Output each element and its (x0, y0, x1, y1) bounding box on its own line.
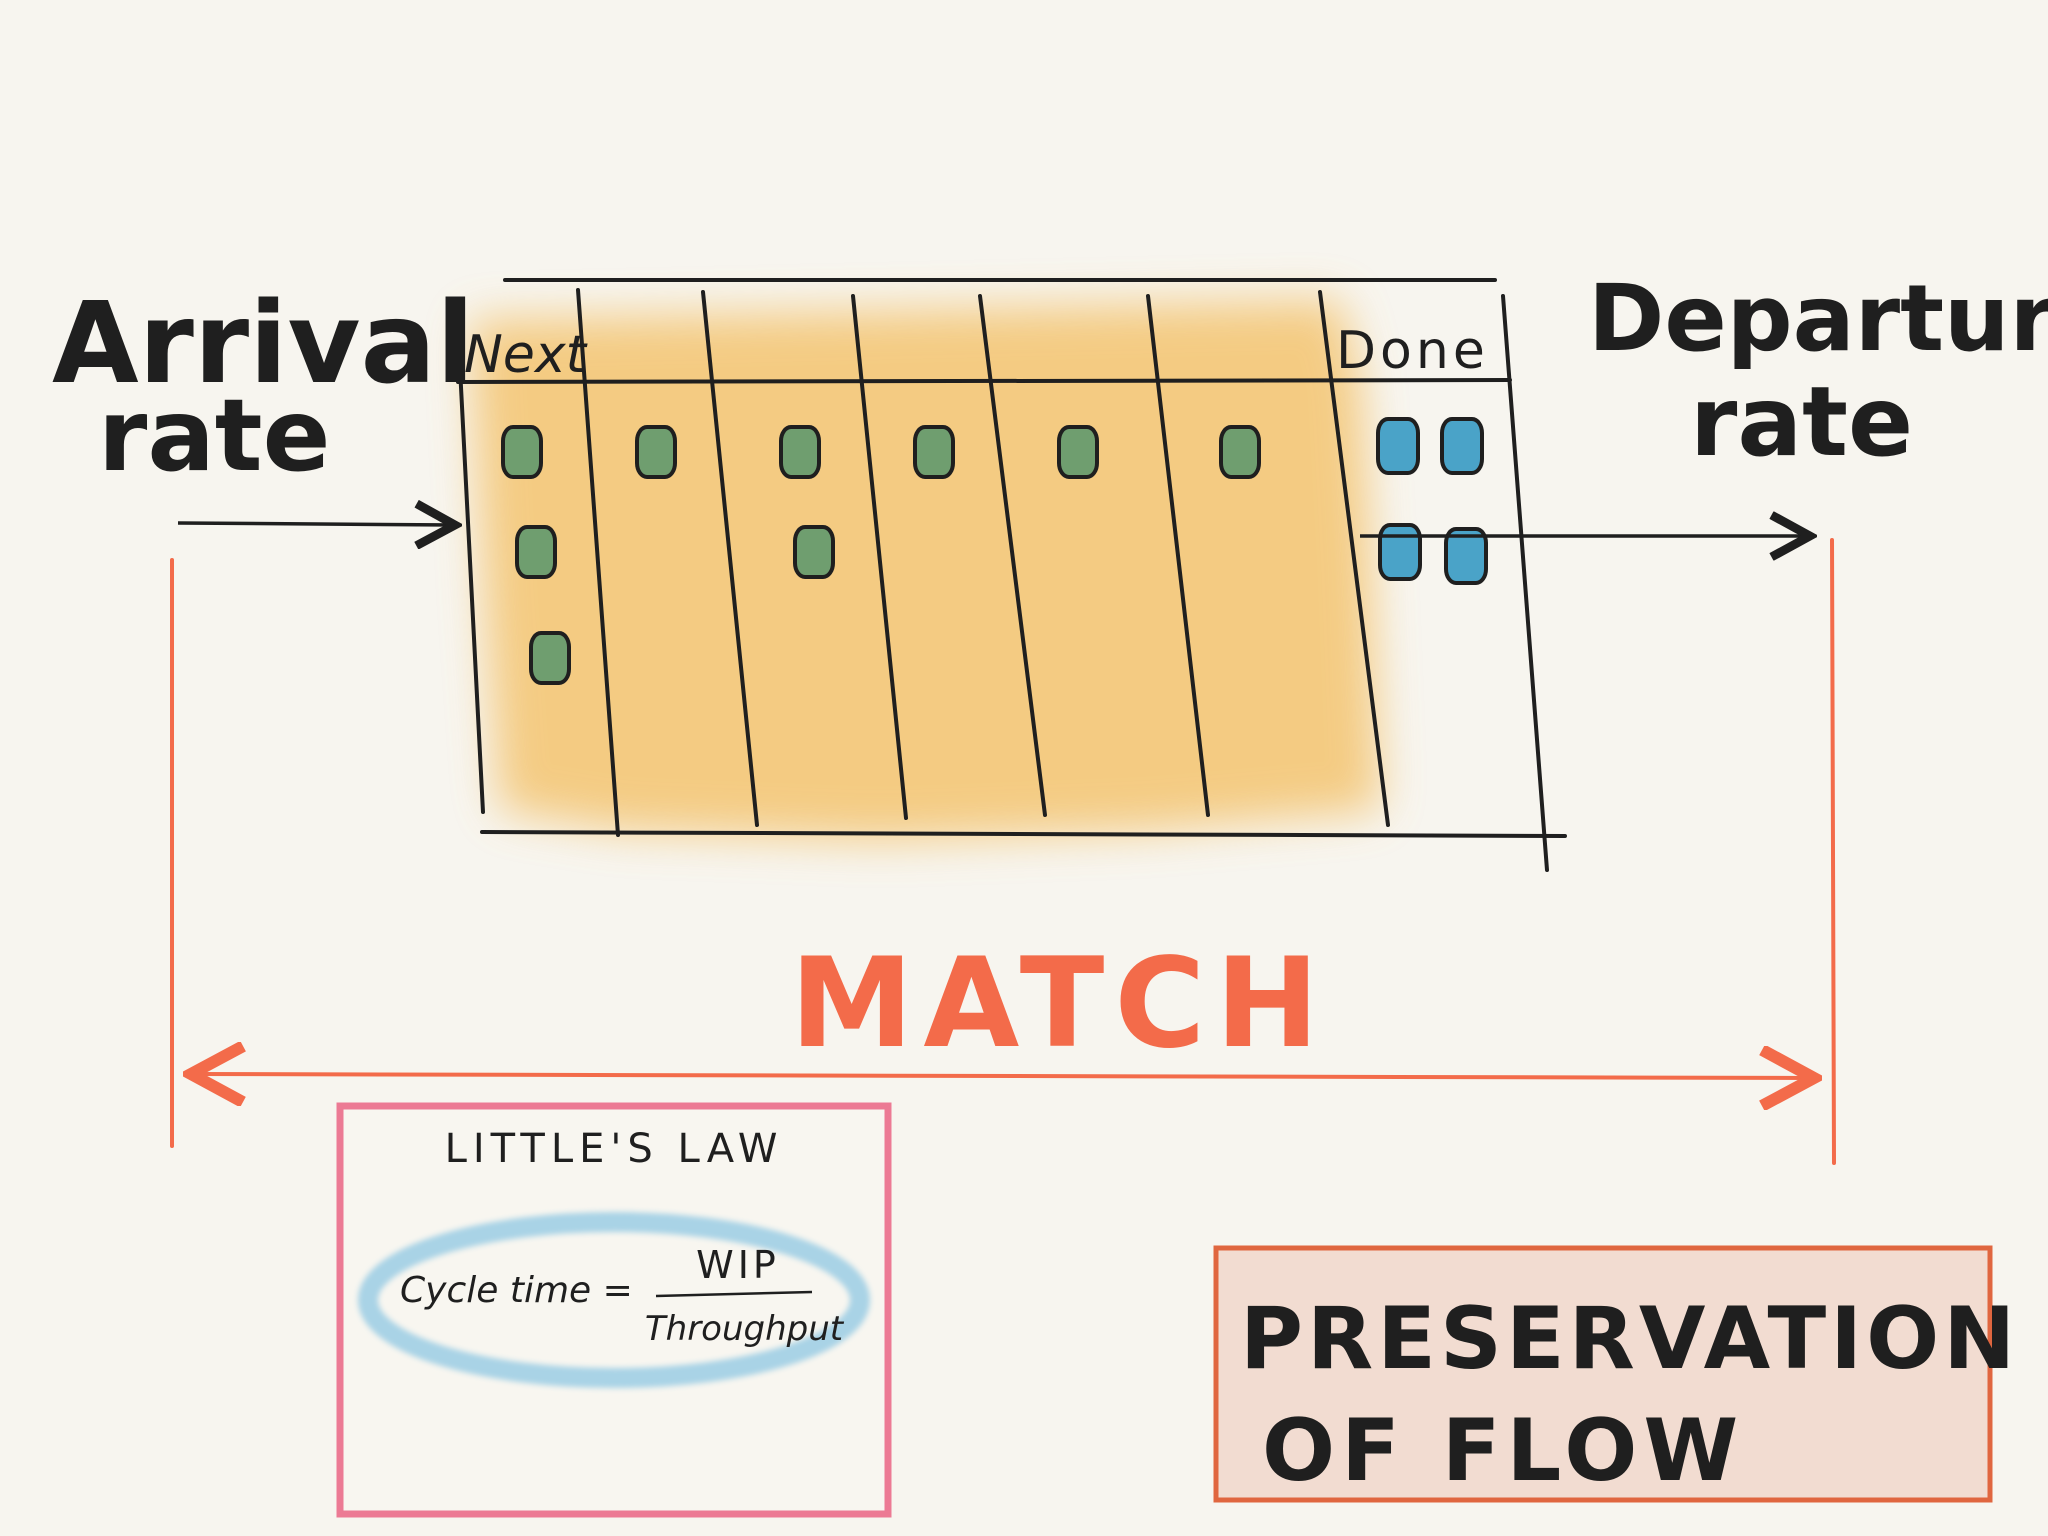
preservation-label-line2: OF FLOW (1262, 1401, 1744, 1501)
in-progress-card (913, 425, 955, 479)
in-progress-card (779, 425, 821, 479)
littles-law-box (336, 1102, 892, 1518)
match-label: MATCH (790, 932, 1329, 1076)
done-card (1376, 417, 1420, 475)
column-divider-4 (978, 294, 1047, 817)
in-progress-card (635, 425, 677, 479)
done-card (1440, 417, 1484, 475)
column-divider-3 (851, 294, 908, 820)
formula-fraction-bar (655, 1290, 813, 1298)
work-item-cards (501, 417, 1488, 685)
arrival-rate-label-line1: Arrival (52, 279, 475, 409)
done-card (1378, 523, 1422, 581)
in-progress-card (515, 525, 557, 579)
in-progress-card (793, 525, 835, 579)
done-card (1444, 527, 1488, 585)
column-divider-1 (576, 288, 620, 837)
littles-law-title: LITTLE'S LAW (445, 1126, 784, 1172)
board-header-divider (456, 378, 1512, 384)
board-left-border (455, 308, 485, 814)
formula-halo (358, 1212, 870, 1388)
match-bracket-right-leg (1830, 538, 1836, 1165)
formula-lhs: Cycle time = (400, 1270, 633, 1311)
board-bottom-border (480, 830, 1567, 838)
column-divider-5 (1146, 294, 1210, 817)
wip-highlight (470, 300, 1380, 840)
in-progress-card (501, 425, 543, 479)
formula-denominator: Throughput (645, 1309, 845, 1349)
arrival-arrow (177, 523, 455, 525)
in-progress-card (529, 631, 571, 685)
departure-rate-label-line2: rate (1690, 366, 1913, 478)
formula-numerator: WIP (696, 1243, 780, 1287)
preservation-label-line1: PRESERVATION (1240, 1289, 2019, 1389)
kanban-board (455, 278, 1567, 872)
match-bracket (170, 538, 1836, 1165)
next-column-label: Next (464, 325, 588, 385)
in-progress-card (1219, 425, 1261, 479)
arrival-rate-label-line2: rate (98, 377, 330, 494)
in-progress-card (1057, 425, 1099, 479)
column-divider-done (1318, 290, 1390, 827)
done-column-label: Done (1336, 321, 1489, 381)
board-right-border (1501, 294, 1549, 872)
match-double-arrow (195, 1074, 1810, 1078)
column-divider-2 (701, 290, 759, 827)
departure-rate-label-line1: Departure (1588, 265, 2048, 372)
preservation-of-flow-box (1213, 1245, 1993, 1503)
